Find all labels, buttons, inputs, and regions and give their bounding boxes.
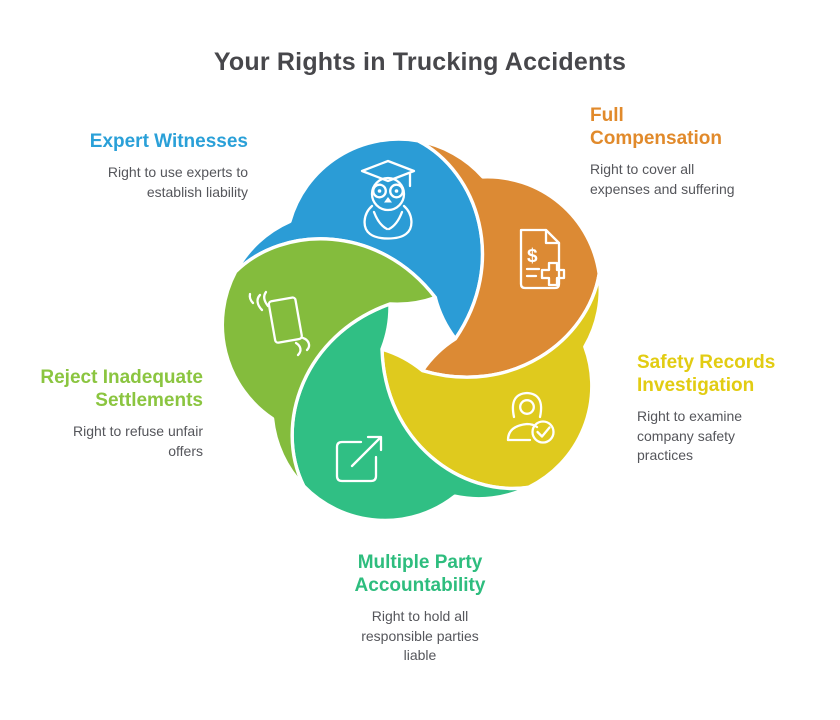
section-body: Right to cover all expenses and sufferin… [590, 161, 735, 197]
section-body: Right to use experts to establish liabil… [107, 164, 248, 200]
svg-text:$: $ [527, 246, 538, 267]
medical-bill-icon: $ [519, 228, 566, 290]
section-heading: Reject Inadequate Settlements [40, 367, 203, 411]
section-expert-witnesses: Expert Witnesses Right to use experts to… [18, 130, 248, 202]
person-check-icon [506, 391, 555, 444]
section-body: Right to examine company safety practice… [637, 408, 743, 463]
external-arrow-icon [335, 435, 383, 483]
section-heading: Multiple Party Accountability [354, 552, 486, 596]
section-body: Right to hold all responsible parties li… [361, 608, 479, 663]
section-heading: Safety Records Investigation [637, 352, 776, 396]
section-multiple-party: Multiple Party Accountability Right to h… [270, 551, 570, 666]
section-heading: Expert Witnesses [89, 131, 248, 152]
section-full-compensation: Full Compensation Right to cover all exp… [590, 104, 780, 199]
owl-graduate-icon [360, 159, 416, 240]
section-heading: Full Compensation [590, 105, 722, 149]
section-body: Right to refuse unfair offers [73, 423, 203, 459]
hands-document-icon [248, 290, 311, 357]
section-safety-records: Safety Records Investigation Right to ex… [637, 351, 817, 466]
section-reject-settlements: Reject Inadequate Settlements Right to r… [3, 366, 203, 461]
page-title: Your Rights in Trucking Accidents [213, 48, 627, 76]
